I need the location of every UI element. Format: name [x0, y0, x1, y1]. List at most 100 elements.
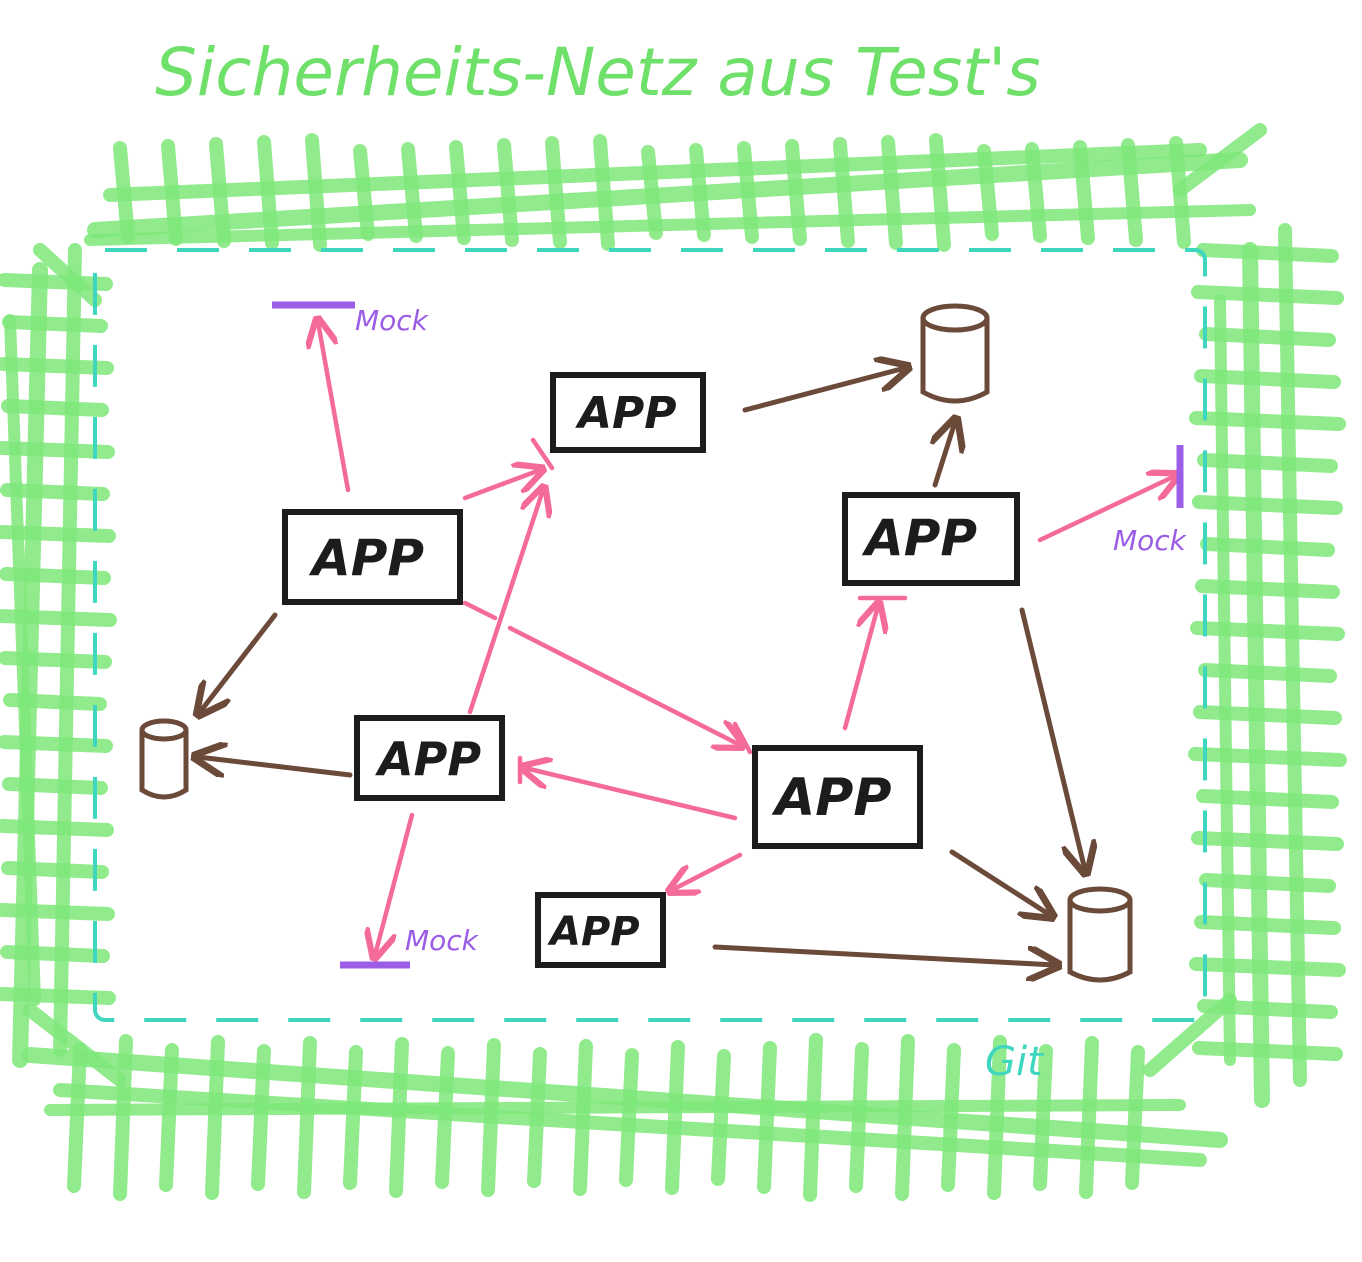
net-stroke	[305, 133, 327, 252]
net-stroke	[1197, 453, 1338, 473]
app-left-label: APP	[308, 529, 424, 587]
net-stroke	[353, 144, 375, 241]
net-stroke	[113, 1034, 133, 1201]
arrow-app-center-to-app-right	[842, 606, 878, 731]
net-stroke	[1214, 294, 1236, 1066]
mock-top-label: Mock	[355, 304, 430, 337]
arrow-app-right-to-mock-right	[1037, 476, 1175, 543]
mock-bottom-label: Mock	[405, 924, 480, 957]
app-right: APP	[842, 492, 1020, 586]
net-stroke	[1073, 140, 1095, 245]
dependency-arrows	[198, 368, 1085, 965]
app-left: APP	[282, 509, 463, 605]
net-stroke	[297, 1036, 317, 1199]
net-stroke	[1191, 831, 1344, 851]
net-stroke	[343, 1045, 363, 1190]
net-stroke	[1196, 243, 1339, 263]
net-stroke	[0, 735, 113, 753]
arrow-app-left-to-db	[200, 612, 278, 712]
net-stroke	[87, 152, 1248, 238]
net-stroke	[941, 1043, 961, 1192]
mock-right-label: Mock	[1113, 524, 1188, 557]
net-stroke	[2, 777, 108, 795]
net-stroke	[0, 903, 115, 921]
arrow-app-top-to-db	[742, 368, 905, 413]
test-arrows	[318, 322, 1175, 955]
net-stroke	[497, 138, 519, 247]
interface-marker-app-top	[530, 437, 555, 471]
net-stroke	[1121, 138, 1143, 247]
net-stroke	[209, 137, 231, 248]
net-stroke	[665, 1040, 685, 1195]
net-stroke	[1189, 411, 1346, 431]
net-stroke	[0, 987, 116, 1005]
net-stroke	[0, 273, 113, 291]
net-stroke	[257, 135, 279, 250]
net-stroke	[1195, 579, 1340, 599]
net-stroke	[0, 525, 116, 543]
net-stroke	[23, 1003, 127, 1087]
database-left	[139, 718, 189, 800]
net-stroke	[895, 1034, 915, 1201]
net-stroke	[1278, 223, 1307, 1087]
arrow-app-left-to-mock-top	[318, 322, 351, 493]
app-mid-label: APP	[375, 732, 481, 786]
net-stroke	[803, 1033, 823, 1202]
net-stroke	[573, 1039, 593, 1196]
net-stroke	[1200, 537, 1335, 557]
net-stroke	[161, 139, 183, 246]
net-stroke	[641, 145, 663, 240]
net-stroke	[545, 136, 567, 249]
net-stroke	[435, 1046, 455, 1189]
net-stroke	[0, 483, 110, 501]
net-stroke	[2, 315, 108, 333]
net-stroke	[481, 1038, 501, 1197]
git-label: Git	[985, 1039, 1044, 1085]
net-stroke	[1143, 993, 1237, 1077]
net-stroke	[0, 609, 117, 627]
net-stroke	[1194, 915, 1341, 935]
arrow-app-bottom-to-db-bottom	[712, 944, 1055, 965]
net-stroke	[977, 144, 999, 241]
net-stroke	[1025, 142, 1047, 243]
net-stroke	[1191, 285, 1344, 305]
net-stroke	[3, 693, 107, 711]
net-stroke	[205, 1035, 225, 1200]
net-stroke	[1192, 1041, 1343, 1061]
net-stroke	[1, 861, 109, 879]
net-stroke	[1198, 663, 1337, 683]
net-stroke	[1199, 873, 1336, 893]
net-stroke	[389, 1037, 409, 1198]
net-stroke	[1188, 747, 1347, 767]
net-stroke	[849, 1042, 869, 1193]
app-top: APP	[550, 372, 706, 453]
app-bottom: APP	[535, 892, 666, 968]
net-stroke	[527, 1047, 547, 1188]
net-stroke	[881, 135, 903, 250]
net-stroke	[1033, 1044, 1053, 1191]
net-stroke	[1196, 789, 1339, 809]
net-stroke	[401, 142, 423, 243]
mock-right: Mock	[1113, 445, 1188, 557]
net-stroke	[711, 1049, 731, 1186]
arrow-app-left-to-app-top	[462, 470, 540, 501]
app-mid: APP	[354, 715, 505, 801]
net-stroke	[593, 134, 615, 251]
net-stroke	[0, 945, 110, 963]
net-stroke	[833, 137, 855, 248]
net-stroke	[757, 1041, 777, 1194]
arrow-app-center-to-app-bottom	[672, 852, 743, 890]
net-stroke	[159, 1043, 179, 1192]
test-safety-net	[0, 123, 1347, 1202]
arrow-app-mid-to-db	[198, 757, 353, 775]
app-top-label: APP	[575, 388, 677, 439]
net-stroke	[84, 204, 1256, 246]
net-stroke	[1189, 957, 1346, 977]
net-stroke	[251, 1044, 271, 1191]
arrow-app-center-to-app-mid	[525, 768, 738, 821]
net-stroke	[1125, 1045, 1145, 1190]
net-stroke	[1, 399, 109, 417]
net-stroke	[785, 139, 807, 246]
